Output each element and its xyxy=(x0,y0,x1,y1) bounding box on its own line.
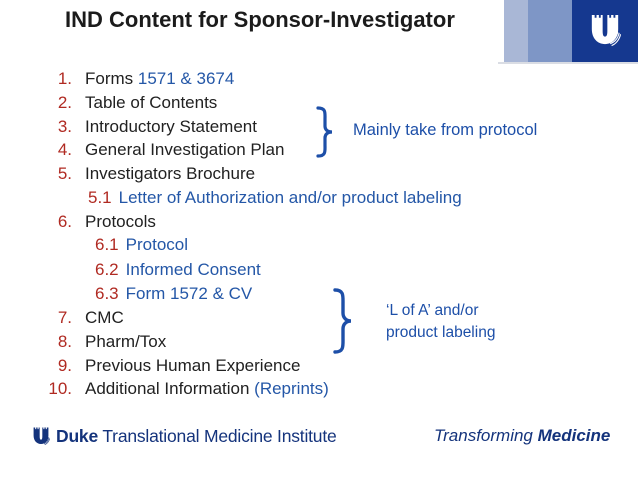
list-item: 2. Table of Contents xyxy=(40,91,610,115)
brace-icon xyxy=(330,287,356,355)
item-number: 4. xyxy=(57,140,72,160)
list-item: 5.1 Letter of Authorization and/or produc… xyxy=(88,186,610,210)
item-text-segment: Table of Contents xyxy=(85,92,218,112)
item-text-segment: Forms xyxy=(85,69,138,88)
item-number: 8. xyxy=(57,331,72,351)
item-text-segment: Additional Information xyxy=(85,379,255,399)
footer-brand-bold: Duke xyxy=(56,425,98,446)
list-item: 6.1 Protocol xyxy=(95,233,610,257)
list-item: 7. CMC xyxy=(40,306,610,330)
item-text-segment: 1571 & 3674 xyxy=(137,69,235,88)
list-item: 4. General Investigation Plan xyxy=(40,138,610,162)
list-item: 6.3 Form 1572 & CV xyxy=(95,282,610,306)
ind-list: 1. Forms 1571 & 3674 2. Table of Contents 3.… xyxy=(40,67,610,401)
list-item: 1. Forms 1571 & 3674 xyxy=(40,67,610,91)
list-item: 6.2 Informed Consent xyxy=(95,258,610,282)
list-item: 8. Pharm/Tox xyxy=(40,330,610,354)
duke-shield-icon xyxy=(591,14,621,47)
item-text: Informed Consent xyxy=(126,258,261,282)
item-text: General Investigation Plan xyxy=(85,138,284,162)
item-text-segment: Investigators Brochure xyxy=(85,164,256,184)
item-number: 5.1 xyxy=(88,187,112,207)
list-item: 10. Additional Information (Reprints) xyxy=(40,377,610,401)
item-number: 7. xyxy=(57,307,72,327)
annotation-line: ‘L of A’ and/or xyxy=(386,302,479,319)
annotation-label: Mainly take from protocol xyxy=(353,121,538,139)
list-item: 6. Protocols xyxy=(40,210,610,234)
brace-icon xyxy=(314,106,336,158)
item-number: 2. xyxy=(57,92,72,112)
duke-shield-icon xyxy=(33,427,50,446)
item-text-segment: Protocols xyxy=(85,211,156,231)
item-text-segment: Protocol xyxy=(125,235,189,255)
item-text: Pharm/Tox xyxy=(85,330,166,354)
item-number: 6.1 xyxy=(95,235,119,255)
item-number: 9. xyxy=(57,355,72,375)
item-text: Introductory Statement xyxy=(85,115,257,139)
item-text: Letter of Authorization and/or product l… xyxy=(119,186,462,210)
item-text: Form 1572 & CV xyxy=(126,282,253,306)
item-number: 10. xyxy=(48,379,72,399)
list-item: 5. Investigators Brochure xyxy=(40,162,610,186)
item-text-segment: Letter of Authorization and/or product l… xyxy=(118,187,462,207)
item-text-segment: Previous Human Experience xyxy=(85,355,301,375)
item-text-segment: General Investigation Plan xyxy=(85,140,285,160)
item-text: Previous Human Experience xyxy=(85,354,300,378)
annotation-line: product labeling xyxy=(386,323,496,341)
logo-stripe-light xyxy=(504,0,528,62)
item-text: Additional Information (Reprints) xyxy=(85,377,329,401)
item-text: CMC xyxy=(85,306,124,330)
tagline-italic: Transforming xyxy=(434,426,538,445)
item-number: 1. xyxy=(57,69,72,88)
item-text: Investigators Brochure xyxy=(85,162,255,186)
item-text: Protocol xyxy=(126,233,188,257)
footer-brand: Duke Translational Medicine Institute xyxy=(32,423,337,449)
item-text-segment: Pharm/Tox xyxy=(85,331,167,351)
item-text-segment: Form 1572 & CV xyxy=(125,283,253,303)
footer-brand-text: Duke Translational Medicine Institute xyxy=(56,426,337,447)
logo-shadow xyxy=(498,62,638,64)
list-item: 9. Previous Human Experience xyxy=(40,354,610,378)
item-number: 5. xyxy=(57,164,72,184)
item-number: 6. xyxy=(57,211,72,231)
item-number: 6.3 xyxy=(95,283,119,303)
footer-brand-rest: Translational Medicine Institute xyxy=(98,425,337,446)
item-text: Forms 1571 & 3674 xyxy=(85,67,234,91)
item-text-segment: Informed Consent xyxy=(125,259,261,279)
item-text-segment: CMC xyxy=(85,307,124,327)
duke-logo-block xyxy=(504,0,638,62)
slide-title: IND Content for Sponsor-Investigator xyxy=(65,7,455,32)
item-number: 3. xyxy=(57,116,72,136)
item-text-segment: (Reprints) xyxy=(254,379,329,399)
duke-logo-box xyxy=(572,0,638,62)
item-number: 6.2 xyxy=(95,259,119,279)
list-item: 3. Introductory Statement xyxy=(40,115,610,139)
tagline-bold: Medicine xyxy=(537,426,611,445)
footer-tagline: Transforming Medicine xyxy=(434,426,610,446)
item-text: Table of Contents xyxy=(85,91,217,115)
item-text: Protocols xyxy=(85,210,156,234)
annotation-label: ‘L of A’ and/or product labeling xyxy=(386,300,495,343)
item-text-segment: Introductory Statement xyxy=(85,116,257,136)
logo-stripe-mid xyxy=(528,0,572,62)
